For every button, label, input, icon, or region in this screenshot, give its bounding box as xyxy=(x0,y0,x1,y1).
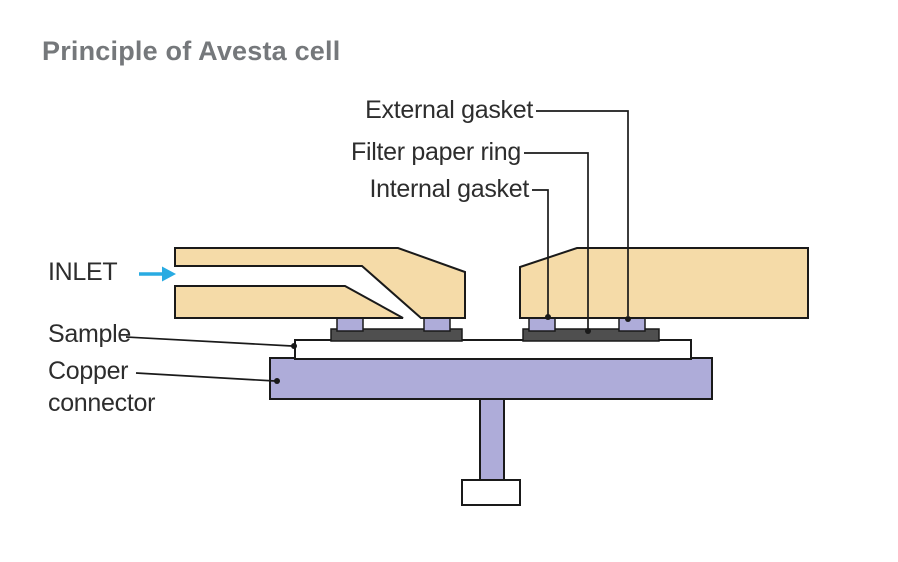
label-sample: Sample xyxy=(48,320,131,348)
leader-dot-internal-gasket xyxy=(545,314,551,320)
filter-paper-ring-right xyxy=(522,328,660,342)
filter-paper-ring-left xyxy=(330,328,463,342)
leader-dot-sample xyxy=(291,343,297,349)
external-gasket-right xyxy=(618,316,646,332)
inlet-arrow-head xyxy=(162,266,176,282)
inlet-arrow-icon xyxy=(139,266,176,282)
external-gasket-left xyxy=(336,316,364,332)
leader-external-gasket xyxy=(536,110,629,316)
leader-copper-connector xyxy=(135,372,276,382)
label-internal-gasket: Internal gasket xyxy=(369,175,530,203)
leader-dot-filter-paper-ring xyxy=(585,328,591,334)
label-external-gasket: External gasket xyxy=(365,96,533,124)
connector-foot xyxy=(461,479,521,506)
cell-body-left-upper xyxy=(174,247,466,319)
leader-lines xyxy=(125,110,629,382)
copper-connector-stem xyxy=(479,397,505,483)
label-copper-line2: connector xyxy=(48,389,156,417)
leader-dot-copper-connector xyxy=(274,378,280,384)
cell-body-right xyxy=(519,247,809,319)
leader-sample xyxy=(125,336,293,347)
label-copper-connector: Copper connector xyxy=(48,355,155,419)
sample-plate xyxy=(294,339,692,360)
leader-dot-external-gasket xyxy=(625,316,631,322)
internal-gasket-left xyxy=(423,316,451,332)
diagram-title: Principle of Avesta cell xyxy=(42,36,341,66)
leader-dots xyxy=(274,314,631,384)
leader-filter-paper-ring xyxy=(524,152,589,329)
label-copper-line1: Copper xyxy=(48,357,129,385)
leader-internal-gasket xyxy=(532,189,549,315)
cell-body-left-lower xyxy=(174,285,404,319)
copper-connector-plate xyxy=(269,357,713,400)
label-filter-paper-ring: Filter paper ring xyxy=(351,138,521,166)
internal-gasket-right xyxy=(528,316,556,332)
label-inlet: INLET xyxy=(48,258,118,286)
